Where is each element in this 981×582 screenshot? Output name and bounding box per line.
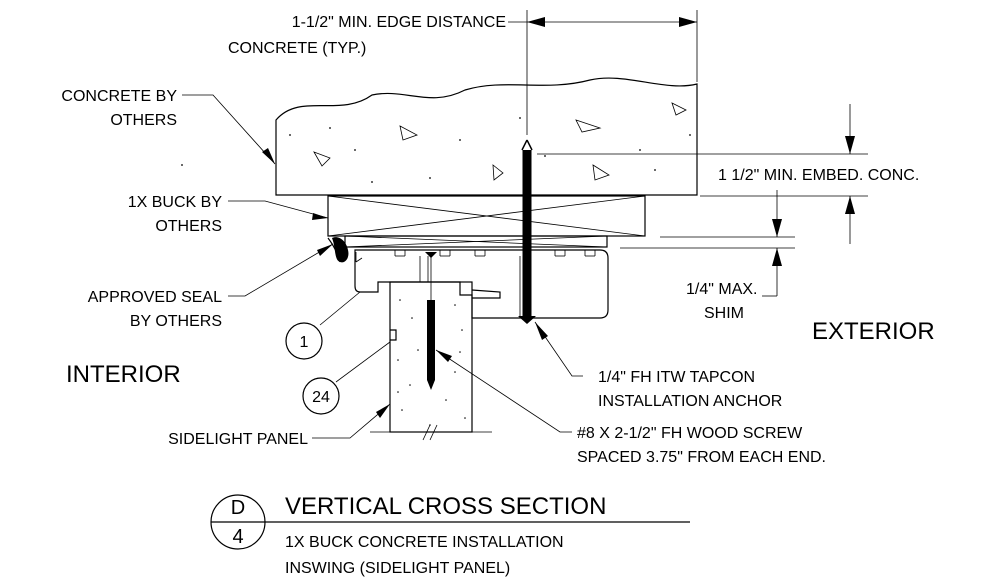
embed-label: 1 1/2" MIN. EMBED. CONC. xyxy=(718,167,919,184)
edge-distance-label-line1: 1-1/2" MIN. EDGE DISTANCE xyxy=(292,14,506,31)
frame-profile xyxy=(354,249,609,319)
detail-subtitle-line2: INSWING (SIDELIGHT PANEL) xyxy=(285,560,510,577)
detail-subtitle-line1: 1X BUCK CONCRETE INSTALLATION xyxy=(285,534,564,551)
sheet-number: 4 xyxy=(232,526,243,548)
tapcon-anchor xyxy=(518,139,536,324)
sidelight-panel-label: SIDELIGHT PANEL xyxy=(168,431,308,448)
screw-label-line1: #8 X 2-1/2" FH WOOD SCREW xyxy=(577,425,803,442)
wood-screw xyxy=(425,252,437,390)
buck-label-line1: 1X BUCK BY xyxy=(128,194,223,211)
callout-1: 1 xyxy=(285,322,323,360)
screw-label-line2: SPACED 3.75" FROM EACH END. xyxy=(577,449,826,466)
callout-1-label: 1 xyxy=(300,334,309,351)
embed-dimension xyxy=(537,104,868,244)
detail-letter: D xyxy=(231,497,245,519)
anchor-label-line2: INSTALLATION ANCHOR xyxy=(598,393,782,410)
seal-label-line1: APPROVED SEAL xyxy=(88,289,222,306)
shim-label-line2: SHIM xyxy=(704,305,744,322)
shim-dimension xyxy=(620,190,795,297)
exterior-label: EXTERIOR xyxy=(812,318,935,345)
buck-label-line2: OTHERS xyxy=(155,218,222,235)
edge-distance-label-line2: CONCRETE (TYP.) xyxy=(228,40,366,57)
detail-title: VERTICAL CROSS SECTION xyxy=(285,493,606,520)
wood-buck xyxy=(327,195,646,237)
leaders xyxy=(182,94,583,439)
approved-seal xyxy=(327,237,349,263)
interior-label: INTERIOR xyxy=(66,361,181,388)
anchor-label-line1: 1/4" FH ITW TAPCON xyxy=(598,369,755,386)
callout-24: 24 xyxy=(302,377,340,415)
detail-title-block: D 4 VERTICAL CROSS SECTION 1X BUCK CONCR… xyxy=(210,493,690,577)
seal-label-line2: BY OTHERS xyxy=(130,313,222,330)
concrete-label-line1: CONCRETE BY xyxy=(61,88,177,105)
concrete-label-line2: OTHERS xyxy=(110,112,177,129)
shim-label-line1: 1/4" MAX. xyxy=(686,281,757,298)
concrete-block xyxy=(181,77,698,196)
callout-24-label: 24 xyxy=(312,389,330,406)
edge-distance-dimension xyxy=(508,10,698,135)
shim xyxy=(344,235,608,248)
